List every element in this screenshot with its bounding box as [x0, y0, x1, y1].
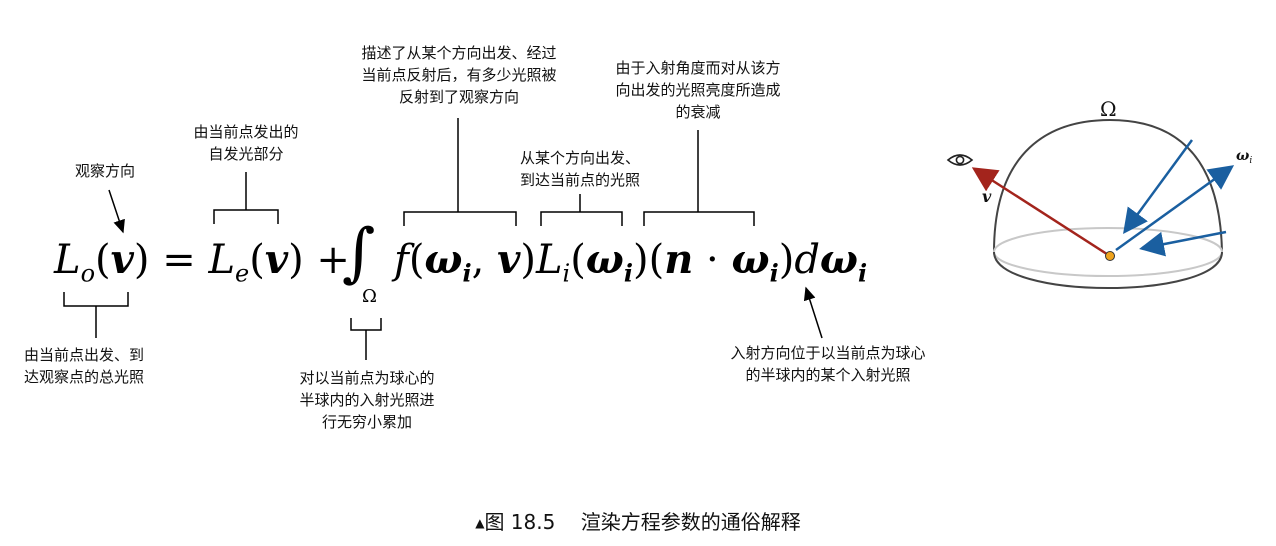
figure-caption: ▲图 18.5 渲染方程参数的通俗解释 — [0, 506, 1276, 535]
incoming-ray-3 — [1139, 230, 1227, 257]
v-label: v — [982, 187, 992, 206]
total-bracket — [63, 292, 129, 338]
eye-icon — [946, 154, 974, 166]
hemisphere-base-front — [993, 251, 1223, 289]
brdf-bracket — [403, 118, 517, 226]
annotation-line: 达观察点的总光照 — [24, 368, 145, 386]
annotation-integral: 对以当前点为球心的 半球内的入射光照进 行无穷小累加 — [286, 367, 448, 433]
hemisphere-dome — [993, 118, 1223, 253]
integral-bracket — [350, 318, 382, 360]
annotation-line: 反射到了观察方向 — [398, 88, 519, 106]
annotation-line: 到达当前点的光照 — [519, 171, 640, 189]
annotation-line: 向出发的光照亮度所造成 — [615, 81, 781, 99]
integral-domain: Ω — [362, 286, 377, 307]
domega-arrow — [803, 286, 823, 339]
annotation-emitted: 由当前点发出的 自发光部分 — [176, 121, 316, 165]
caption-figure-number: 图 18.5 — [484, 510, 556, 534]
annotation-domega: 入射方向位于以当前点为球心 的半球内的某个入射光照 — [706, 342, 950, 386]
incoming-ray-2 — [1115, 165, 1235, 252]
annotation-line: 当前点反射后，有多少光照被 — [361, 66, 557, 84]
omega-label: Ω — [1100, 97, 1117, 121]
annotation-line: 由当前点出发、到 — [24, 346, 145, 364]
annotation-observe-direction: 观察方向 — [60, 160, 150, 182]
integrand: f(ωi, v)Li(ωi)(n · ωi)dωi — [394, 236, 868, 288]
annotation-line: 对以当前点为球心的 — [299, 369, 435, 387]
observe-direction-arrow — [108, 189, 125, 234]
shading-point — [1105, 251, 1115, 261]
annotation-line: 由于入射角度而对从该方 — [615, 59, 781, 77]
incoming-bracket — [540, 194, 623, 226]
annotation-total: 由当前点出发、到 达观察点的总光照 — [24, 344, 170, 388]
incoming-ray-1 — [1123, 139, 1194, 235]
hemisphere-diagram: Ω v ωi — [946, 97, 1252, 289]
caption-text: 渲染方程参数的通俗解释 — [580, 510, 801, 534]
integral-sign: ∫ — [342, 216, 376, 290]
annotation-line: 观察方向 — [74, 162, 135, 180]
annotation-line: 的衰减 — [675, 103, 721, 121]
annotation-line: 入射方向位于以当前点为球心 — [730, 344, 926, 362]
cosine-bracket — [643, 130, 755, 226]
annotation-line: 行无穷小累加 — [321, 413, 412, 431]
annotation-line: 半球内的入射光照进 — [299, 391, 435, 409]
annotation-line: 的半球内的某个入射光照 — [745, 366, 911, 384]
annotation-brdf: 描述了从某个方向出发、经过 当前点反射后，有多少光照被 反射到了观察方向 — [334, 42, 584, 108]
wi-label: ωi — [1236, 148, 1252, 166]
annotation-incoming: 从某个方向出发、 到达当前点的光照 — [500, 147, 660, 191]
annotation-line: 自发光部分 — [208, 145, 284, 163]
annotation-line: 从某个方向出发、 — [519, 149, 640, 167]
view-ray — [971, 167, 1111, 258]
rendering-equation: Lo(v) = Le(v) + — [54, 236, 350, 288]
caption-marker: ▲ — [475, 516, 485, 530]
annotation-line: 由当前点发出的 — [193, 123, 299, 141]
emitted-bracket — [213, 172, 279, 224]
annotation-line: 描述了从某个方向出发、经过 — [361, 44, 557, 62]
annotation-cosine: 由于入射角度而对从该方 向出发的光照亮度所造成 的衰减 — [596, 57, 800, 123]
